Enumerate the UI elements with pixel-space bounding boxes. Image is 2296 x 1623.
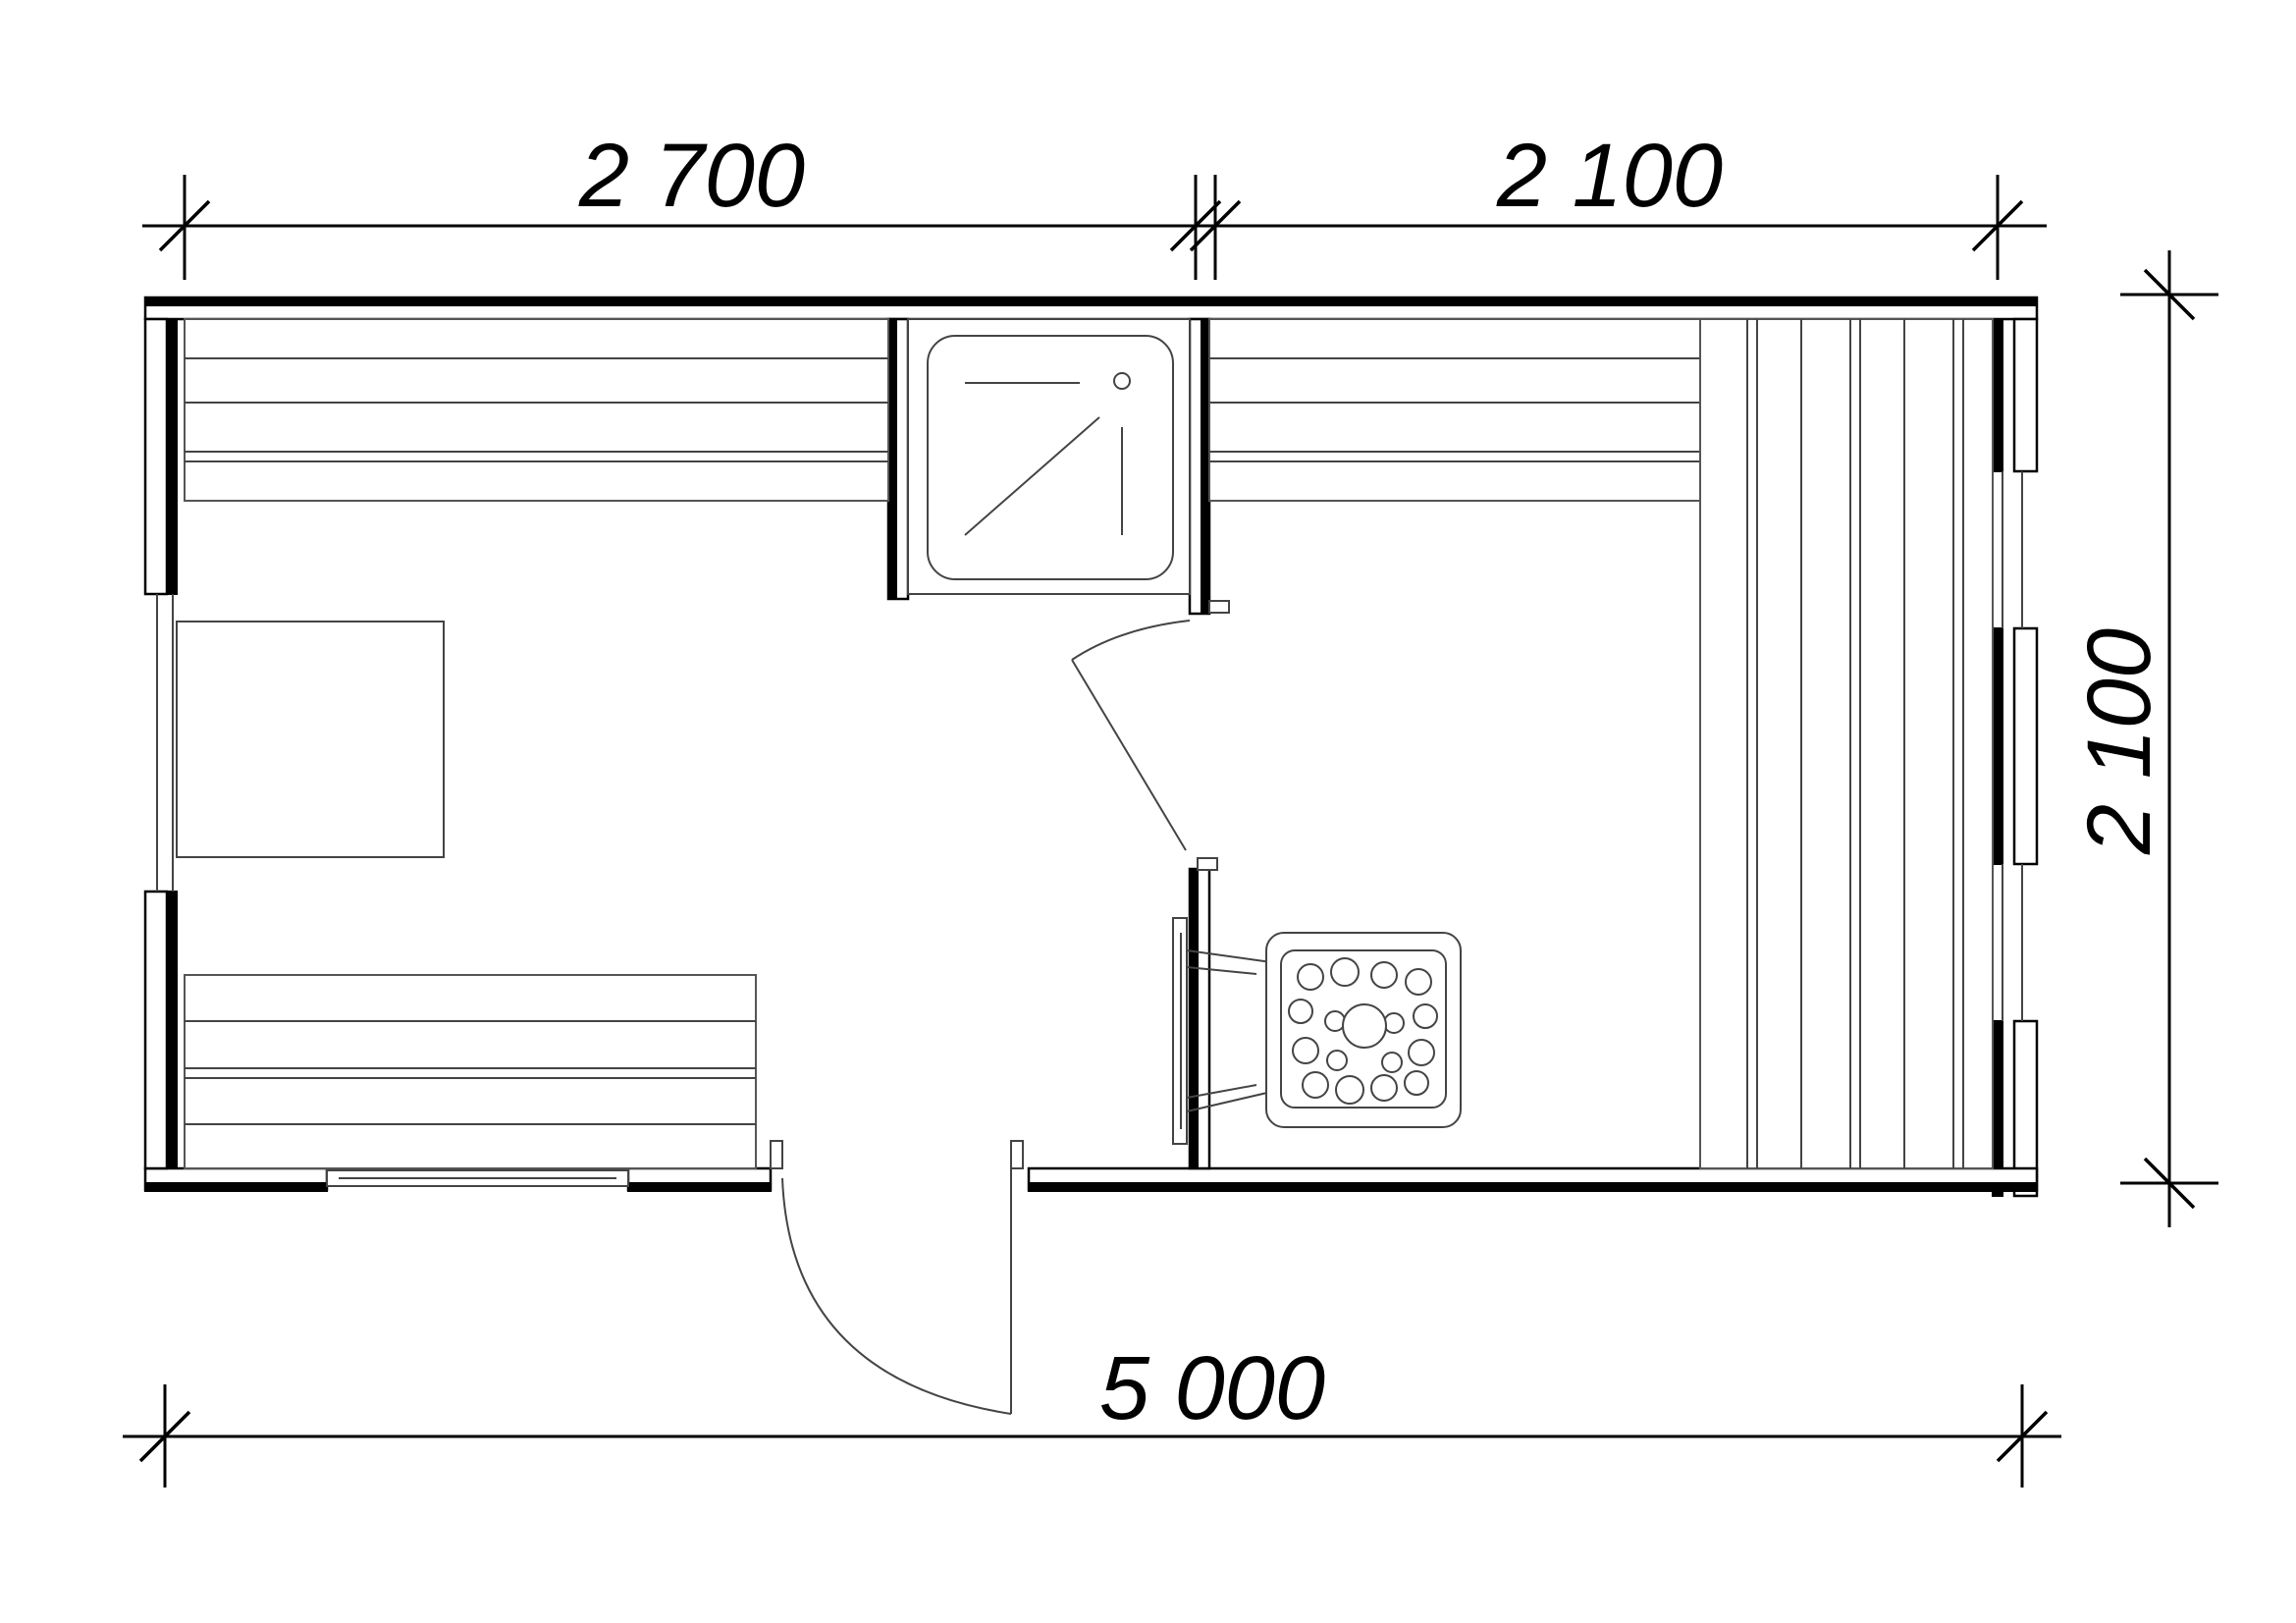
dimension-bottom (123, 1384, 2061, 1488)
window-left (156, 594, 174, 892)
window-right-lower (2002, 864, 2023, 1021)
stove-stones (1288, 957, 1438, 1105)
dimension-right (2120, 250, 2218, 1227)
dimension-top-left-label: 2 700 (578, 126, 805, 226)
dimension-right-label: 2 100 (2069, 628, 2169, 855)
dimension-top-right-label: 2 100 (1496, 126, 1723, 226)
bench-top-right (1208, 318, 1701, 502)
door-steam-room[interactable] (1071, 620, 1191, 851)
shower-tray (907, 318, 1191, 595)
window-bottom (326, 1169, 629, 1187)
bench-top-left (184, 318, 889, 502)
dimension-bottom-label: 5 000 (1099, 1338, 1325, 1438)
sauna-stove (1172, 917, 1462, 1145)
bench-right-vertical (1699, 318, 1994, 1169)
bench-bottom-left (184, 974, 757, 1169)
dimension-top (142, 175, 2047, 280)
window-right-upper (2002, 471, 2023, 628)
door-entrance[interactable] (770, 1140, 1024, 1415)
table (176, 621, 445, 858)
